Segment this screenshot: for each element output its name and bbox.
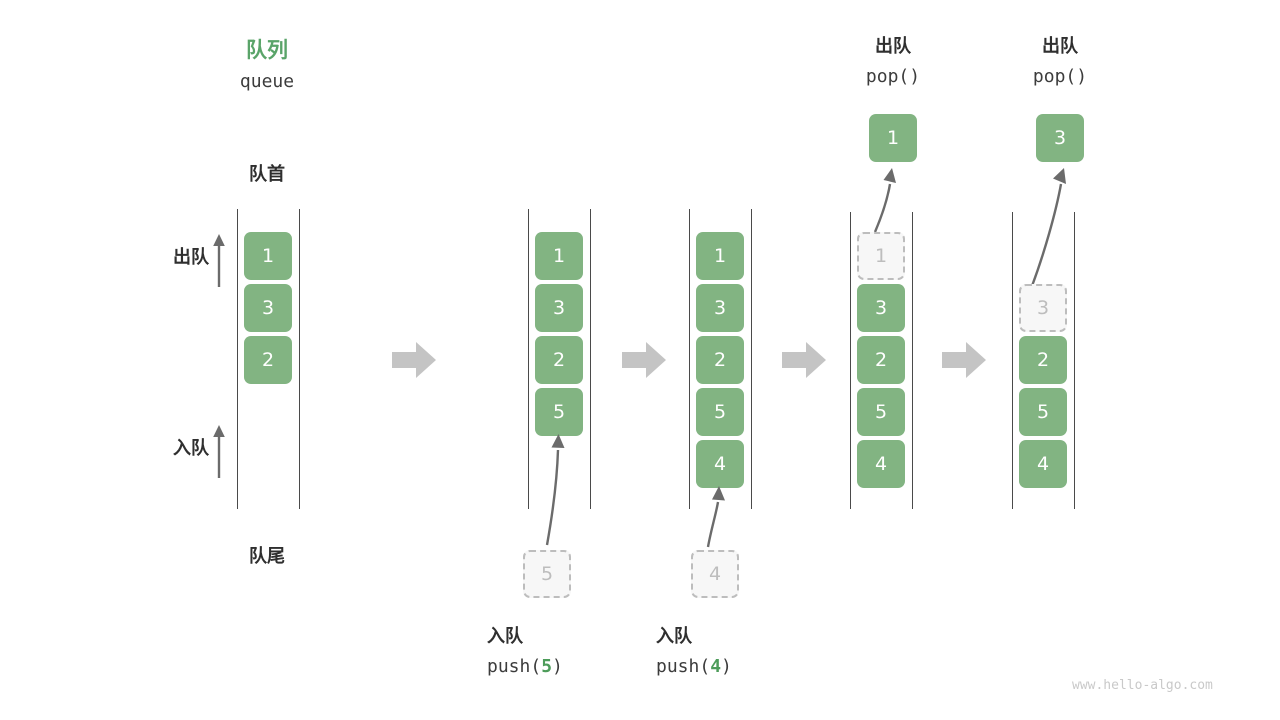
- queue-cell: 1: [244, 232, 292, 280]
- queue-cell: 3: [696, 284, 744, 332]
- diagram-title-code: queue: [239, 71, 295, 92]
- queue-cell: 1: [535, 232, 583, 280]
- popped-cell: 1: [869, 114, 917, 162]
- queue-cell: 2: [857, 336, 905, 384]
- queue-cell: 2: [696, 336, 744, 384]
- queue-cell: 3: [857, 284, 905, 332]
- dequeue-direction-arrow-icon: [213, 234, 225, 287]
- column-caption-cn-pop3: 出队: [1042, 36, 1078, 56]
- queue-cell: 3: [535, 284, 583, 332]
- queue-cell-new: 4: [696, 440, 744, 488]
- pop-motion-arrow-icon: [873, 168, 896, 233]
- queue-rail-right-col2: [590, 209, 591, 509]
- queue-rail-left-col4: [850, 212, 851, 509]
- queue-ghost-cell-outgoing: 1: [857, 232, 905, 280]
- column-caption-cn-push4: 入队: [656, 626, 692, 646]
- queue-rail-right-col4: [912, 212, 913, 509]
- push-code-prefix: push(: [487, 656, 542, 677]
- queue-rail-left-col1: [237, 209, 238, 509]
- push-code-prefix: push(: [656, 656, 711, 677]
- flow-arrow-icon: [392, 342, 436, 378]
- flow-arrow-icon: [622, 342, 666, 378]
- flow-arrow-icon: [942, 342, 986, 378]
- push-motion-arrow-icon: [545, 434, 565, 546]
- queue-cell: 5: [857, 388, 905, 436]
- column-caption-code-push5: push(5): [487, 656, 647, 677]
- queue-cell: 2: [244, 336, 292, 384]
- push-motion-arrow-icon: [706, 486, 725, 548]
- queue-cell: 3: [244, 284, 292, 332]
- diagram-title-cn: 队列: [246, 39, 288, 62]
- queue-cell: 2: [1019, 336, 1067, 384]
- queue-cell-new: 5: [535, 388, 583, 436]
- queue-ghost-cell-outgoing: 3: [1019, 284, 1067, 332]
- enqueue-direction-label: 入队: [173, 438, 209, 458]
- queue-cell: 2: [535, 336, 583, 384]
- queue-ghost-cell-incoming: 4: [691, 550, 739, 598]
- queue-rail-right-col3: [751, 209, 752, 509]
- queue-ghost-cell-incoming: 5: [523, 550, 571, 598]
- queue-rail-right-col5: [1074, 212, 1075, 509]
- flow-arrow-icon: [782, 342, 826, 378]
- queue-rail-left-col5: [1012, 212, 1013, 509]
- push-code-suffix: ): [552, 656, 563, 677]
- column-caption-code-pop3: pop(): [1032, 66, 1088, 87]
- site-watermark: www.hello-algo.com: [1072, 678, 1213, 693]
- push-code-value: 5: [541, 656, 553, 677]
- popped-cell: 3: [1036, 114, 1084, 162]
- queue-rail-left-col3: [689, 209, 690, 509]
- enqueue-direction-arrow-icon: [213, 425, 225, 478]
- queue-rail-right-col1: [299, 209, 300, 509]
- push-code-value: 4: [710, 656, 722, 677]
- push-code-suffix: ): [721, 656, 732, 677]
- pop-motion-arrow-icon: [1030, 168, 1066, 287]
- column-caption-code-pop1: pop(): [865, 66, 921, 87]
- column-caption-cn-pop1: 出队: [875, 36, 911, 56]
- queue-back-label: 队尾: [249, 546, 285, 566]
- queue-cell: 4: [857, 440, 905, 488]
- queue-cell: 5: [696, 388, 744, 436]
- queue-cell: 5: [1019, 388, 1067, 436]
- queue-rail-left-col2: [528, 209, 529, 509]
- column-caption-cn-push5: 入队: [487, 626, 523, 646]
- queue-cell: 4: [1019, 440, 1067, 488]
- column-caption-code-push4: push(4): [656, 656, 816, 677]
- queue-front-label: 队首: [249, 164, 285, 184]
- queue-cell: 1: [696, 232, 744, 280]
- dequeue-direction-label: 出队: [173, 247, 209, 267]
